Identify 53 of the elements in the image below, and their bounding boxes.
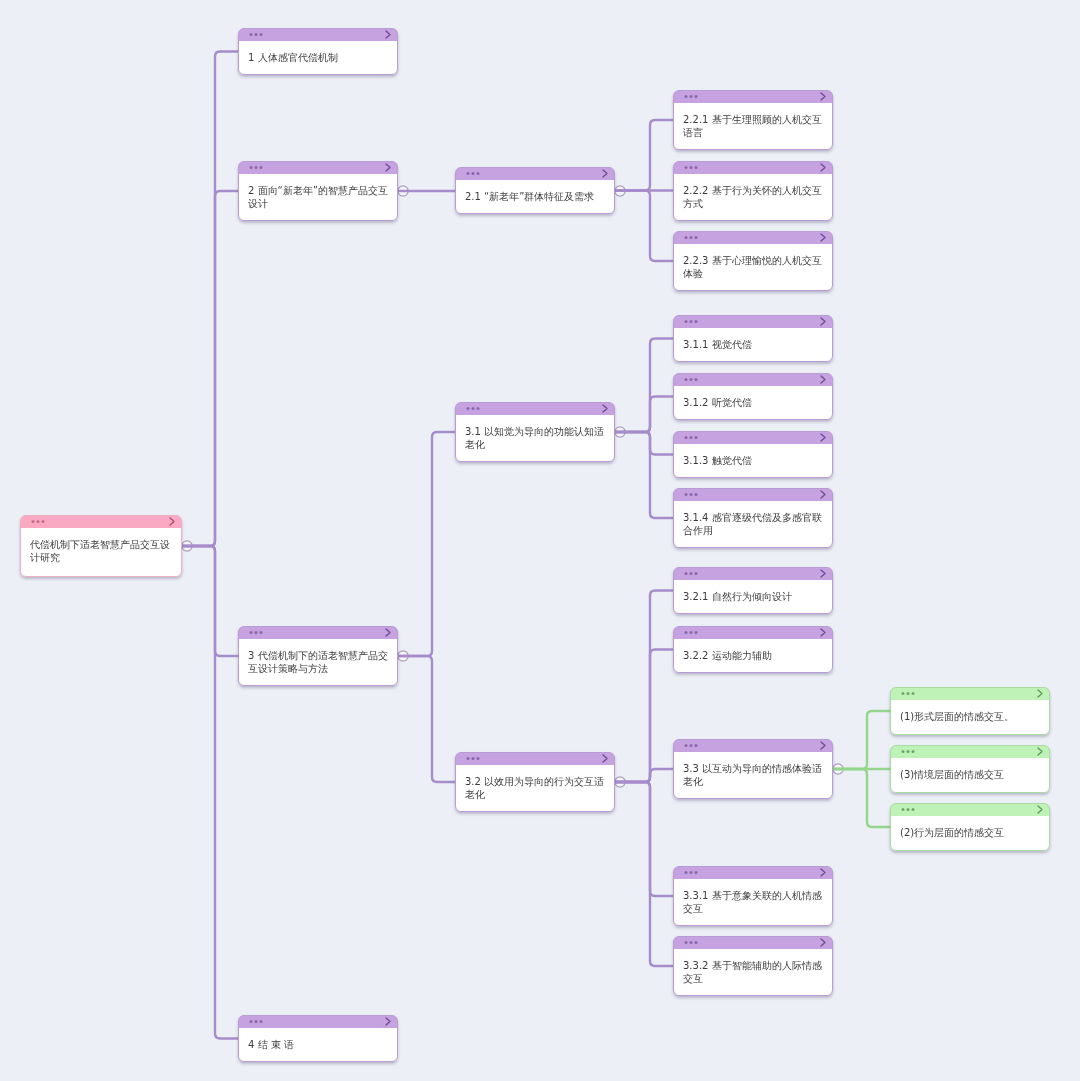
topic-text: (2)行为层面的情感交互: [900, 826, 1006, 839]
topic-card: [673, 936, 833, 996]
connector-line: [615, 189, 673, 263]
topic-card: [673, 373, 833, 420]
topic-card: [673, 488, 833, 548]
connector-line: [833, 767, 890, 829]
connector-line: [615, 780, 673, 968]
topic-card: [673, 431, 833, 478]
topic-card: [455, 167, 615, 214]
topic-card: [238, 28, 398, 75]
connector-line: [615, 430, 673, 520]
topic-text: 3 代偿机制下的适老智慧产品交互设计策略与方法: [248, 649, 389, 675]
topic-card: [673, 626, 833, 673]
topic-text: 1 人体感官代偿机制: [248, 51, 339, 64]
topic-text: 3.2.1 自然行为倾向设计: [683, 590, 793, 603]
topic-text: 4 结 束 语: [248, 1038, 295, 1051]
topic-card: [673, 90, 833, 150]
topic-text: (1)形式层面的情感交互。: [900, 710, 1016, 723]
topic-card: [20, 515, 182, 577]
topic-text: 2.2.1 基于生理照顾的人机交互语言: [683, 113, 823, 139]
topic-card: [455, 402, 615, 462]
topic-card: [238, 1015, 398, 1062]
topic-card: [238, 626, 398, 686]
topic-card: [455, 752, 615, 812]
topic-text: 3.1.2 听觉代偿: [683, 396, 753, 409]
topic-text: 3.1.3 触觉代偿: [683, 454, 753, 467]
topic-card: [673, 567, 833, 614]
topic-card: [890, 745, 1050, 793]
topic-text: 3.1.1 视觉代偿: [683, 338, 753, 351]
topic-text: 2 面向“新老年”的智慧产品交互设计: [248, 184, 389, 210]
topic-text: 3.1.4 感官逐级代偿及多感官联合作用: [683, 511, 823, 537]
topic-text: 2.2.2 基于行为关怀的人机交互方式: [683, 184, 823, 210]
topic-card: [673, 231, 833, 291]
topic-text: 2.1 “新老年”群体特征及需求: [465, 190, 596, 203]
topic-card: [890, 803, 1050, 851]
connector-line: [398, 189, 455, 193]
topic-text: 3.3.2 基于智能辅助的人际情感交互: [683, 959, 823, 985]
topic-text: 3.1 以知觉为导向的功能认知适老化: [465, 425, 606, 451]
topic-text: 3.2 以效用为导向的行为交互适老化: [465, 775, 606, 801]
topic-text: 3.2.2 运动能力辅助: [683, 649, 773, 662]
topic-card: [673, 866, 833, 926]
topic-text: 3.3 以互动为导向的情感体验适老化: [683, 762, 824, 788]
topic-text: 2.2.3 基于心理愉悦的人机交互体验: [683, 254, 823, 280]
topic-card: [673, 315, 833, 362]
topic-text: (3)情境层面的情感交互: [900, 768, 1006, 781]
topic-card: [238, 161, 398, 221]
topic-card: [673, 739, 833, 799]
topic-text: 代偿机制下适老智慧产品交互设计研究: [30, 538, 171, 564]
connector-line: [182, 544, 238, 1040]
connector-line: [398, 654, 455, 784]
topic-card: [673, 161, 833, 221]
topic-card: [890, 687, 1050, 735]
topic-text: 3.3.1 基于意象关联的人机情感交互: [683, 889, 823, 915]
